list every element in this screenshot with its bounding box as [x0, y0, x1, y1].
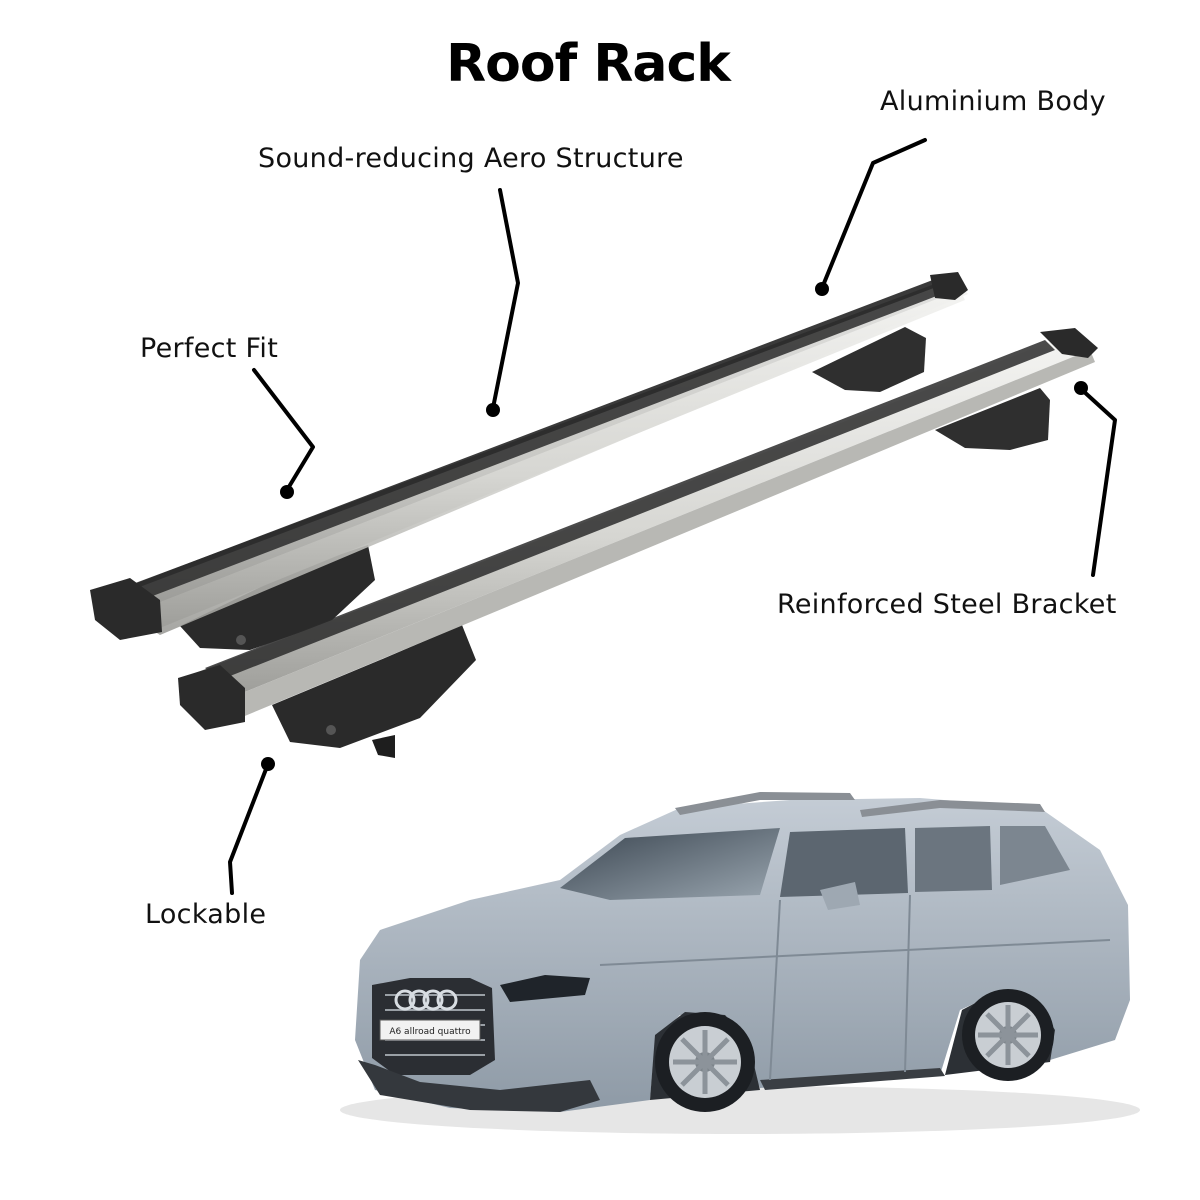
- door-lines: [599, 894, 1111, 1081]
- rear-bar: [90, 272, 968, 640]
- front-bar-foot-left: [272, 625, 476, 758]
- car-illustration: A6 allroad quattro: [340, 792, 1140, 1134]
- feature-label-aero: Sound-reducing Aero Structure: [258, 143, 684, 174]
- leader-perfect-fit: [252, 368, 315, 492]
- leader-dots: [261, 282, 1088, 771]
- front-bar: [178, 328, 1098, 730]
- lock-icon: [326, 725, 336, 735]
- license-plate: [379, 1019, 481, 1041]
- leader-dot: [261, 757, 275, 771]
- leader-dot: [815, 282, 829, 296]
- rear-bar-foot-right: [812, 327, 926, 392]
- feature-label-aluminium: Aluminium Body: [880, 86, 1106, 117]
- feature-label-bracket: Reinforced Steel Bracket: [777, 589, 1117, 620]
- leader-dot: [280, 485, 294, 499]
- leader-lines: [228, 138, 1117, 895]
- feature-label-perfect-fit: Perfect Fit: [140, 333, 279, 364]
- feature-label-lockable: Lockable: [145, 899, 267, 930]
- roof-rack-illustration: [90, 272, 1098, 758]
- leader-dot: [1074, 381, 1088, 395]
- front-bar-foot-right: [935, 388, 1050, 450]
- rear-wheel: [962, 989, 1054, 1081]
- leader-lockable: [228, 762, 270, 895]
- lock-icon: [236, 635, 246, 645]
- front-wheel: [655, 1012, 755, 1112]
- leader-dot: [486, 403, 500, 417]
- leader-aluminium: [820, 138, 927, 290]
- leader-aero: [491, 188, 520, 410]
- license-plate-text: A6 allroad quattro: [389, 1027, 471, 1037]
- leader-bracket: [1079, 387, 1117, 577]
- brand-rings: [394, 989, 458, 1011]
- rear-bar-foot-left: [180, 545, 375, 650]
- page-title: Roof Rack: [446, 34, 731, 94]
